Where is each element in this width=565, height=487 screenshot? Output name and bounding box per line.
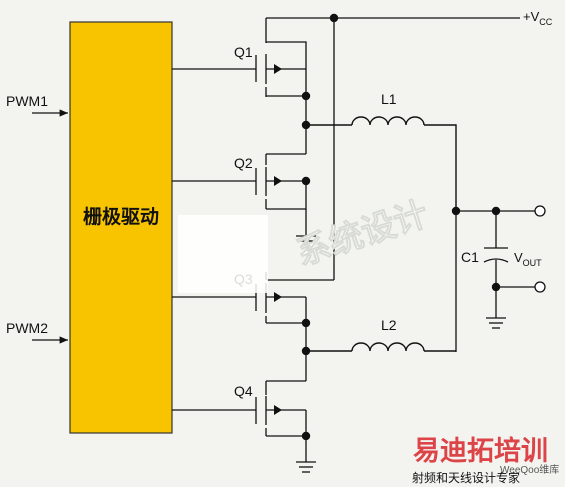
- transistor-q1: [172, 18, 307, 125]
- watermark-center-text: 系统设计: [292, 194, 434, 274]
- l1-label: L1: [381, 91, 397, 107]
- ground-junction: [491, 282, 501, 292]
- supply-rail: [266, 17, 520, 281]
- q2-label: Q2: [234, 155, 253, 171]
- transistor-q2: [172, 125, 316, 247]
- brand-tagline: 射频和天线设计专家: [412, 470, 520, 485]
- supply-junction-dot: [329, 13, 339, 23]
- brand-text: 易迪拓培训: [413, 436, 548, 467]
- q1-label: Q1: [234, 44, 253, 60]
- transistor-q4: [172, 351, 316, 473]
- output-junction-left: [451, 206, 461, 216]
- pwm1-label: PWM1: [6, 93, 48, 109]
- c1-label: C1: [461, 249, 479, 265]
- q3-body-arrow: [274, 292, 282, 302]
- inductor-l1: [306, 116, 457, 211]
- vout-terminal-negative: [534, 281, 546, 293]
- l2-label: L2: [381, 317, 397, 333]
- pwm2-label: PWM2: [6, 320, 48, 336]
- q1-junction-dot: [301, 91, 311, 101]
- gate-driver-block: [69, 21, 173, 434]
- brand-site: WeeQoo维库: [500, 463, 559, 476]
- gate-driver-label: 栅极驱动: [83, 205, 159, 228]
- brand-watermark: 易迪拓培训 射频和天线设计专家 WeeQoo维库: [412, 436, 559, 485]
- q4-junction-dot: [301, 431, 311, 441]
- vout-label: VOUT: [514, 250, 542, 268]
- q4-label: Q4: [234, 383, 253, 399]
- transistor-q3: [172, 272, 307, 351]
- q1-body-arrow: [274, 64, 282, 74]
- watermark-patch: [178, 215, 268, 293]
- inductor-l2: [306, 342, 456, 352]
- output-junction-right: [491, 206, 501, 216]
- pwm1-input: PWM1: [6, 93, 68, 117]
- vout-terminal-positive: [534, 205, 546, 217]
- pwm2-input: PWM2: [6, 320, 68, 344]
- output-network: [455, 210, 535, 352]
- q4-body-arrow: [274, 405, 282, 415]
- q3-junction-dot: [301, 318, 311, 328]
- vcc-label: +VCC: [523, 9, 553, 27]
- q2-junction-dot: [301, 176, 311, 186]
- q2-body-arrow: [274, 176, 282, 186]
